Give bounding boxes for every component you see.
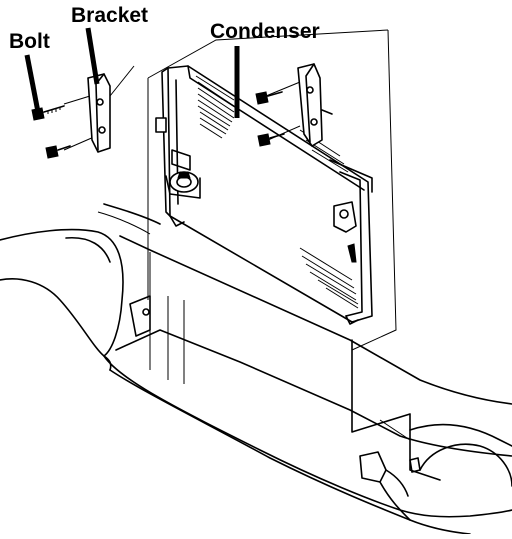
bracket-leader	[85, 27, 100, 85]
left-bracket-hole-upper	[96, 98, 104, 106]
right-bracket-hole-upper	[306, 86, 314, 94]
guide-right-bolt-upper	[265, 81, 301, 97]
condenser-right-top	[329, 159, 373, 193]
condenser-fitting-upper	[155, 117, 167, 133]
front-valance-curve	[103, 355, 512, 518]
right-wheel-arch	[419, 443, 512, 487]
bolt-left-upper	[31, 105, 65, 121]
guide-left-bracket	[109, 65, 135, 97]
condenser-mount-bracket-left	[171, 149, 191, 171]
condenser-frame-left	[161, 67, 171, 217]
bolt-label: Bolt	[9, 30, 50, 53]
alignment-lines	[63, 29, 397, 432]
bolt-right-lower	[257, 133, 285, 147]
condenser-frame	[167, 65, 373, 323]
condenser-right-mount	[333, 201, 357, 263]
condenser-frame-back	[187, 65, 365, 191]
right-fender-outline	[409, 423, 512, 447]
right-body-line	[379, 419, 411, 441]
bracket-label: Bracket	[71, 4, 149, 27]
left-fender-inner	[65, 237, 111, 263]
bolt-leader	[24, 54, 41, 113]
guide-left-bolt-upper	[63, 95, 91, 105]
condenser-right-tank	[339, 171, 363, 317]
upper-crossmember-edge	[97, 211, 151, 235]
lower-right-connector	[359, 451, 421, 521]
core-support-top	[119, 235, 512, 405]
condenser-fins-bottom	[299, 247, 359, 309]
right-bracket	[297, 63, 333, 147]
condenser-bottom-foot-left	[169, 215, 185, 227]
left-fender-outline	[0, 228, 124, 357]
receiver-dryer-clamp	[165, 171, 201, 199]
condenser-bottom-foot-right	[345, 315, 359, 325]
front-valance-lower	[109, 369, 471, 535]
bolt-left-lower	[45, 145, 71, 159]
condenser	[155, 65, 373, 325]
left-mount-hole	[142, 308, 150, 316]
condenser-label: Condenser	[210, 20, 320, 43]
bolt-right-upper	[255, 91, 283, 105]
left-mount-block	[129, 295, 151, 337]
left-bracket-body	[87, 73, 111, 153]
condenser-fins-top	[195, 75, 235, 139]
core-support-lower	[115, 329, 512, 457]
left-bumper-curve	[0, 278, 112, 371]
guide-top-right	[351, 29, 397, 351]
left-bracket-hole-lower	[98, 126, 106, 134]
left-bracket	[87, 73, 111, 153]
upper-crossmember	[103, 203, 161, 225]
guide-top-left	[147, 29, 389, 79]
right-bracket-hole-lower	[310, 118, 318, 126]
vehicle-front-end	[0, 203, 512, 535]
